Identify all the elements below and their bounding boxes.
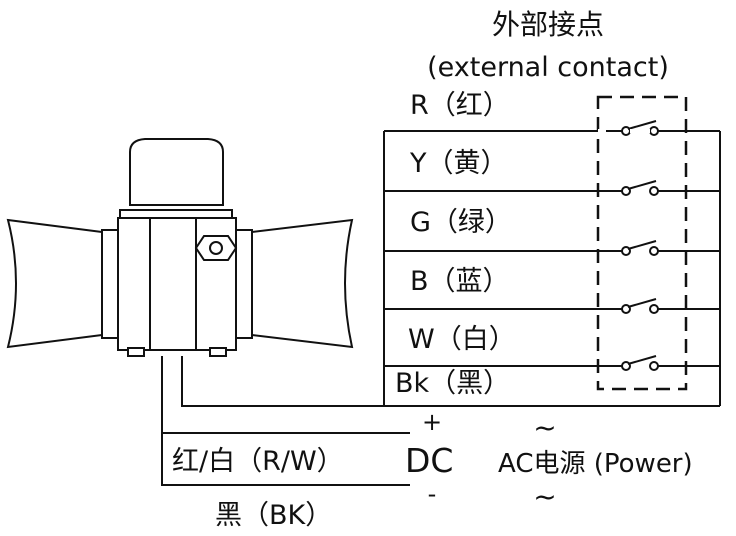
- wire-label-r: R（红）: [410, 90, 510, 121]
- device-top-cap: [129, 138, 224, 206]
- wire-label-black: 黑（BK）: [215, 500, 332, 531]
- ac-tilde-top: ~: [533, 411, 556, 444]
- dc-plus-sign: +: [422, 408, 442, 436]
- device-connector-hole: [209, 241, 223, 255]
- switch-g: [621, 240, 659, 256]
- wire-label-bk: Bk（黑）: [395, 368, 510, 399]
- switch-y: [621, 180, 659, 196]
- device-foot-right: [209, 347, 227, 357]
- dc-label: DC: [405, 441, 453, 480]
- device-left-flange: [6, 218, 103, 349]
- wire-label-b: B（蓝）: [410, 266, 510, 297]
- ac-tilde-bottom: ~: [533, 480, 556, 513]
- switch-r: [598, 120, 659, 136]
- wire-label-red-white: 红/白（R/W）: [172, 446, 344, 477]
- device-foot-left: [127, 347, 145, 357]
- terminal-block: [383, 130, 721, 407]
- ac-power-label: AC电源 (Power): [498, 449, 693, 479]
- dc-minus-sign: -: [428, 480, 437, 508]
- switch-w: [621, 355, 659, 371]
- header-title-en: (external contact): [427, 52, 669, 83]
- wire-label-y: Y（黄）: [409, 148, 508, 179]
- device: [6, 138, 354, 357]
- contact-switches: [598, 120, 659, 371]
- external-contact-box: [596, 95, 688, 391]
- device-cable: [161, 356, 410, 486]
- wire-label-g: G（绿）: [410, 207, 512, 238]
- switch-b: [621, 298, 659, 314]
- wire-label-w: W（白）: [408, 324, 516, 355]
- header-title-cn: 外部接点: [492, 8, 604, 41]
- device-right-flange: [251, 218, 354, 349]
